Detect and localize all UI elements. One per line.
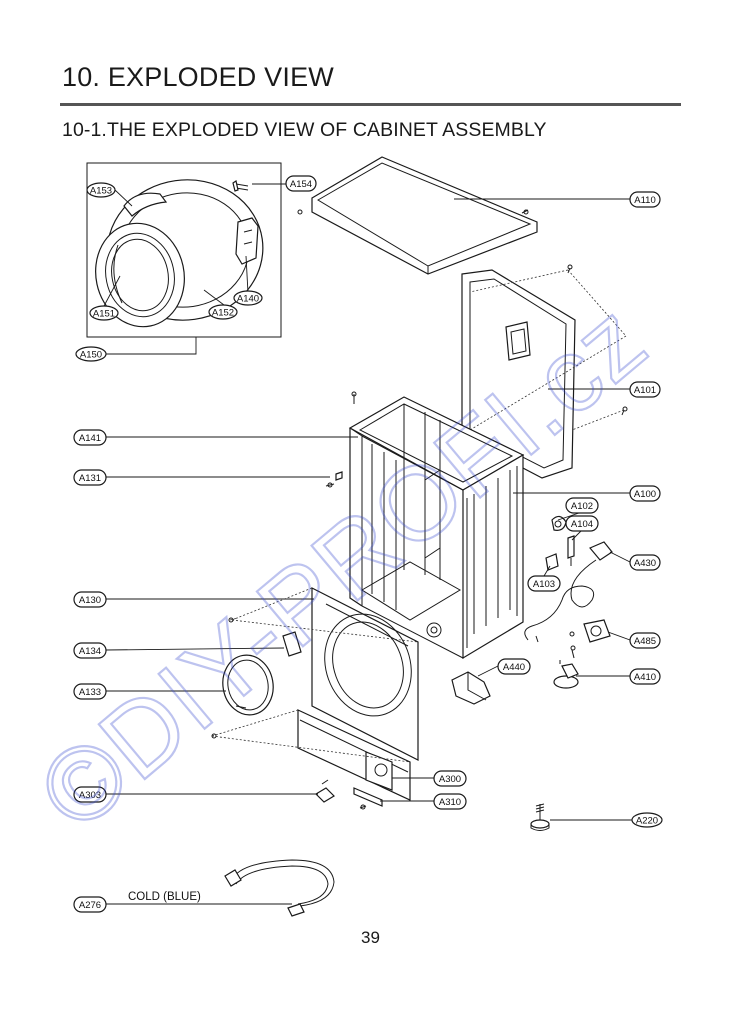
svg-text:A130: A130 [79,595,101,606]
part-label-a303: A303 [73,786,107,803]
svg-text:A300: A300 [439,774,461,785]
part-label-a152: A152 [208,304,238,320]
part-label-a151: A151 [89,305,119,321]
part-label-a100: A100 [629,485,661,502]
part-label-a410: A410 [629,668,661,685]
door-assembly-inset [86,162,303,355]
svg-text:A133: A133 [79,687,101,698]
page-title: 10. EXPLODED VIEW [62,62,334,92]
part-label-a131: A131 [73,469,107,486]
inlet-hose [224,859,335,917]
part-label-a440: A440 [497,658,531,675]
svg-text:A102: A102 [571,501,593,512]
svg-text:A152: A152 [212,308,234,319]
page-number: 39 [361,928,380,947]
svg-text:A134: A134 [79,646,101,657]
svg-text:A151: A151 [93,309,115,320]
svg-text:A110: A110 [634,195,655,206]
part-label-a141: A141 [73,429,107,446]
svg-text:A220: A220 [636,816,658,827]
svg-text:A150: A150 [80,350,102,361]
svg-text:A310: A310 [439,797,461,808]
svg-text:A303: A303 [79,790,101,801]
part-label-a101: A101 [629,381,661,398]
cabinet [325,391,525,660]
svg-text:A141: A141 [79,433,101,444]
part-label-a150: A150 [75,346,107,362]
svg-text:A440: A440 [503,662,525,673]
part-label-a130: A130 [73,591,107,608]
part-label-a110: A110 [629,191,661,208]
svg-text:A276: A276 [79,900,101,911]
svg-text:A140: A140 [237,294,259,305]
svg-text:A104: A104 [571,519,593,530]
part-label-a430: A430 [629,554,661,571]
part-label-a220: A220 [631,812,663,828]
part-label-a103: A103 [527,575,561,592]
part-label-a133: A133 [73,683,107,700]
svg-text:A101: A101 [634,385,656,396]
part-label-a140: A140 [233,290,263,306]
svg-text:A485: A485 [634,636,656,647]
part-label-a104: A104 [565,515,599,532]
title-rule [60,103,681,106]
svg-text:A153: A153 [90,186,112,197]
svg-text:A100: A100 [634,489,656,500]
svg-text:A430: A430 [634,558,656,569]
section-title: 10-1.THE EXPLODED VIEW OF CABINET ASSEMB… [62,119,547,141]
part-label-a102: A102 [565,497,599,514]
part-label-a153: A153 [86,182,116,198]
leader-lines [103,183,632,905]
svg-text:A103: A103 [533,579,555,590]
small-parts-right [451,515,613,831]
front-panel [222,587,419,761]
part-label-a134: A134 [73,642,107,659]
part-label-a276: A276 [73,896,107,913]
cold-hose-annotation: COLD (BLUE) [128,891,201,903]
lower-panel [211,709,411,810]
top-plate [311,156,538,275]
part-label-a485: A485 [629,632,661,649]
svg-text:A410: A410 [634,672,656,683]
part-label-a154: A154 [285,175,317,192]
part-label-a300: A300 [433,770,467,787]
svg-text:A131: A131 [79,473,101,484]
part-label-a310: A310 [433,793,467,810]
svg-text:A154: A154 [290,179,312,190]
